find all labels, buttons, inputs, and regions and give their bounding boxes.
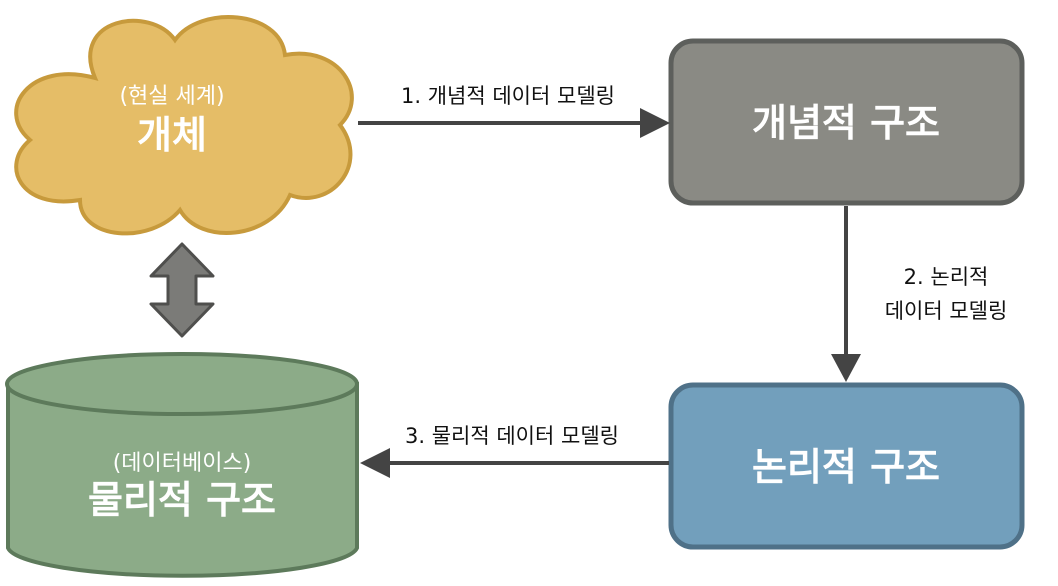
edge-logical-arrowhead	[831, 354, 861, 382]
logical-structure-title: 논리적 구조	[752, 445, 940, 489]
cylinder-top	[5, 352, 359, 416]
edge-physical-label: 3. 물리적 데이터 모델링	[405, 424, 619, 448]
edge-conceptual-modeling: 1. 개념적 데이터 모델링	[358, 84, 670, 138]
conceptual-structure-box: 개념적 구조	[668, 38, 1025, 206]
edge-logical-modeling: 2. 논리적 데이터 모델링	[831, 206, 1007, 382]
logical-structure-rect	[668, 382, 1025, 550]
double-arrow-icon	[149, 242, 215, 338]
logical-structure-box: 논리적 구조	[668, 382, 1025, 550]
entity-subtitle: (현실 세계)	[119, 84, 224, 109]
physical-subtitle: (데이터베이스)	[113, 451, 252, 476]
cylinder-body	[6, 382, 359, 578]
edge-physical-modeling: 3. 물리적 데이터 모델링	[360, 424, 669, 478]
physical-title: 물리적 구조	[88, 478, 276, 522]
conceptual-structure-title: 개념적 구조	[752, 101, 940, 145]
edge-conceptual-arrowhead	[640, 108, 670, 138]
entity-title: 개체	[137, 113, 207, 157]
physical-structure-cylinder: (데이터베이스) 물리적 구조	[5, 352, 359, 578]
edge-conceptual-label: 1. 개념적 데이터 모델링	[401, 84, 615, 108]
conceptual-structure-rect	[668, 38, 1025, 206]
edge-logical-label-line2: 데이터 모델링	[885, 299, 1008, 323]
entity-cloud: (현실 세계) 개체	[14, 15, 354, 236]
edge-logical-label-line1: 2. 논리적	[904, 265, 989, 289]
edge-physical-arrowhead	[360, 448, 390, 478]
entity-cloud-shape	[14, 15, 354, 236]
